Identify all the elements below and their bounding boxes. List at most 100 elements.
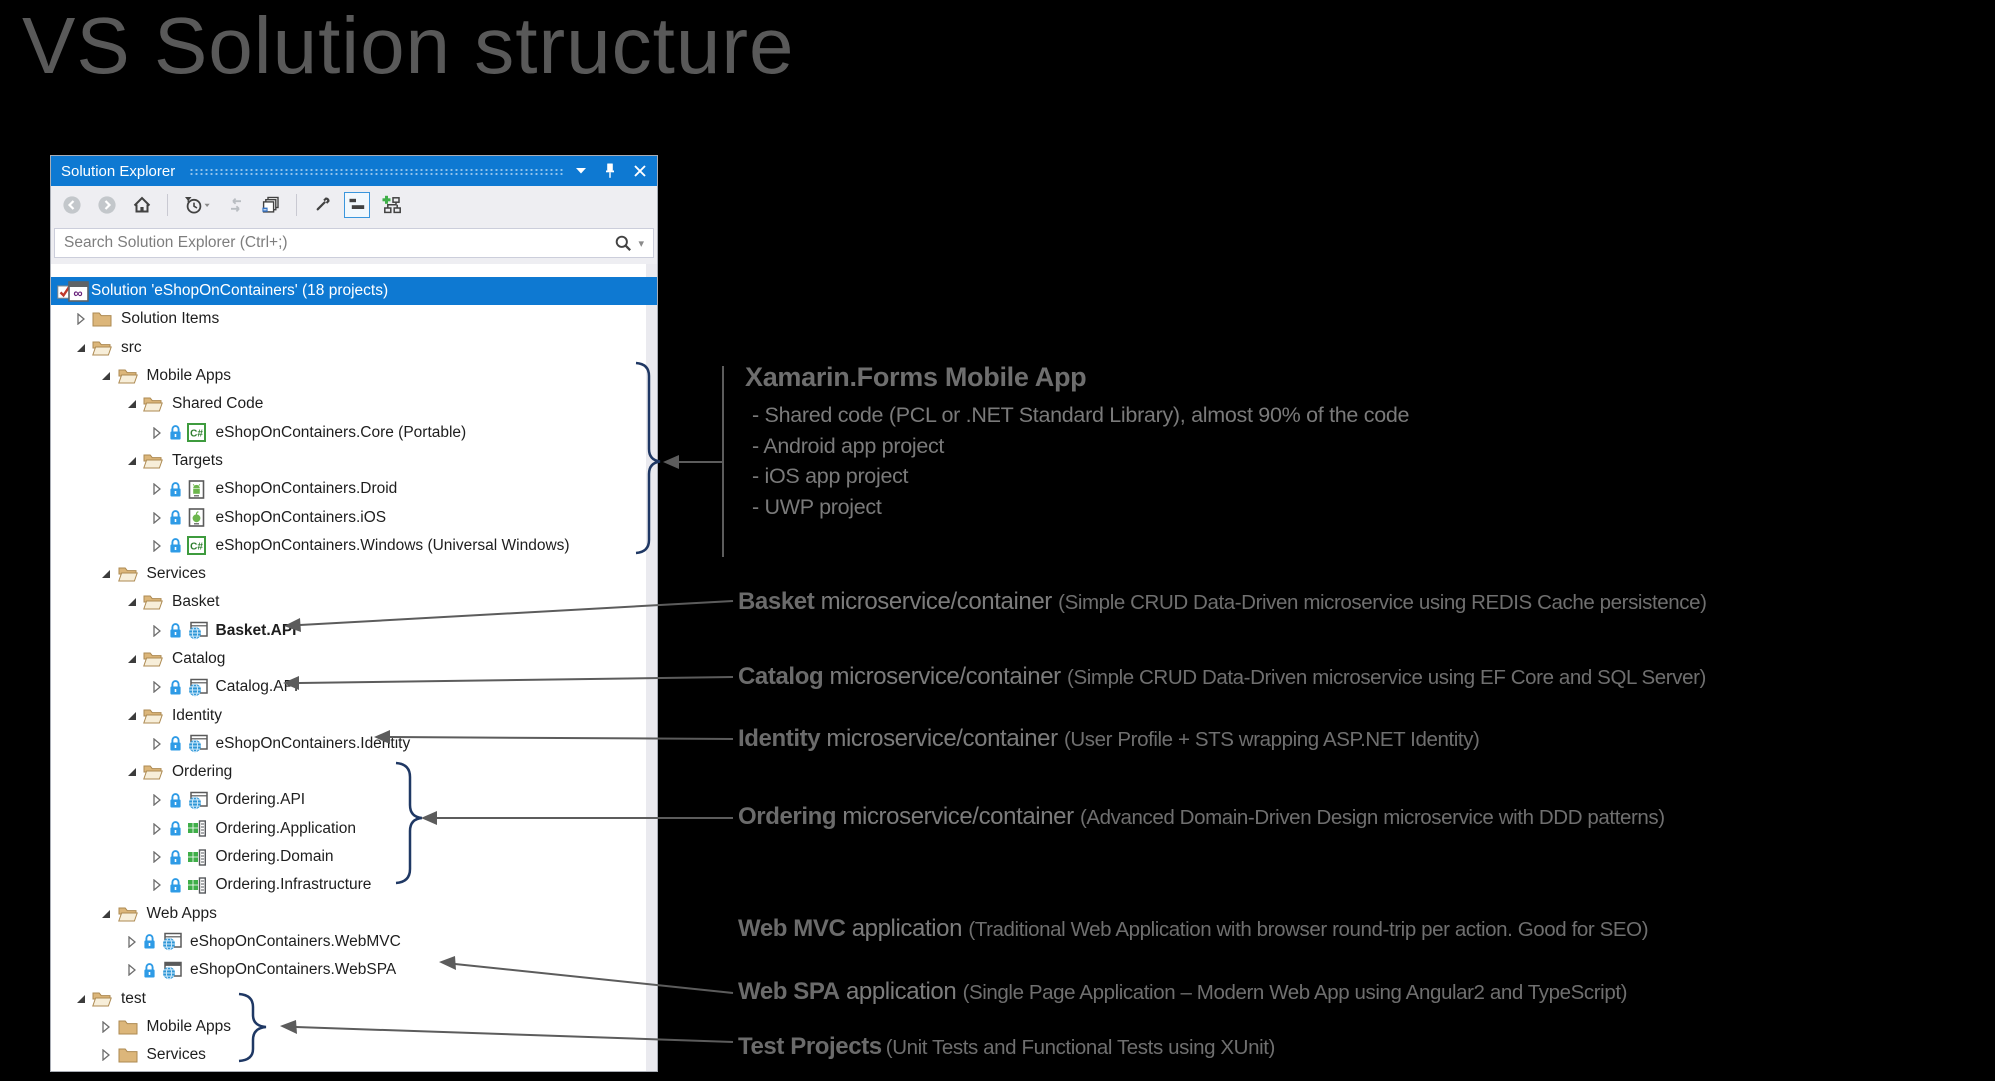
expanded-expander-icon[interactable] [120, 654, 143, 664]
expanded-expander-icon[interactable] [95, 371, 118, 381]
ios-project-icon [188, 508, 204, 527]
collapsed-expander-icon[interactable] [146, 879, 169, 892]
tree-item-label: Ordering.Application [215, 819, 356, 837]
tree-row[interactable]: eShopOnContainers.iOS [51, 503, 657, 531]
tree-row[interactable]: eShopOnContainers.WebMVC [51, 928, 657, 956]
search-input[interactable]: Search Solution Explorer (Ctrl+;) ▾ [54, 228, 654, 258]
forward-icon[interactable] [94, 192, 120, 218]
lock-icon [169, 623, 181, 638]
tree-row[interactable]: Shared Code [51, 390, 657, 418]
tree-row[interactable]: Ordering.Application [51, 815, 657, 843]
expanded-expander-icon[interactable] [69, 343, 92, 353]
tree-row[interactable]: src [51, 334, 657, 362]
tree-item-label: eShopOnContainers.Identity [215, 734, 411, 752]
properties-window-icon[interactable] [258, 192, 284, 218]
tree-row[interactable]: Web Apps [51, 900, 657, 928]
identity-annotation: Identity microservice/container (User Pr… [738, 725, 1480, 753]
tree-row[interactable]: Basket.API [51, 617, 657, 645]
annotation-bold-label: Identity [738, 725, 821, 752]
titlebar-grip-texture[interactable] [189, 167, 563, 177]
history-filter-icon[interactable] [180, 192, 214, 218]
webspa-annotation: Web SPA application (Single Page Applica… [738, 978, 1627, 1006]
expanded-expander-icon[interactable] [120, 711, 143, 721]
web-project-icon [188, 678, 208, 697]
collapsed-expander-icon[interactable] [146, 794, 169, 807]
tree-row[interactable]: Ordering.Infrastructure [51, 871, 657, 899]
collapsed-expander-icon[interactable] [146, 737, 169, 750]
tree-row[interactable]: Solution Items [51, 305, 657, 333]
csharp-project-icon: C# [186, 536, 206, 556]
folder-closed-icon [118, 1020, 137, 1035]
expanded-expander-icon[interactable] [95, 909, 118, 919]
collapse-all-icon[interactable] [344, 192, 370, 218]
tree-item-label: src [121, 338, 142, 356]
expanded-expander-icon[interactable] [120, 597, 143, 607]
tree-row[interactable]: eShopOnContainers.Identity [51, 730, 657, 758]
wrench-settings-icon[interactable] [309, 192, 335, 218]
tree-row[interactable]: ∞Solution 'eShopOnContainers' (18 projec… [51, 277, 657, 306]
solution-tree: ∞Solution 'eShopOnContainers' (18 projec… [51, 264, 657, 1071]
collapsed-expander-icon[interactable] [95, 1049, 118, 1062]
tree-row[interactable]: Catalog.API [51, 673, 657, 701]
collapsed-expander-icon[interactable] [146, 681, 169, 694]
expanded-expander-icon[interactable] [120, 456, 143, 466]
collapsed-expander-icon[interactable] [146, 426, 169, 439]
pin-icon[interactable] [604, 162, 616, 180]
folder-open-icon [117, 567, 138, 582]
sync-with-active-document-icon[interactable] [223, 192, 249, 218]
tree-row[interactable]: Catalog [51, 645, 657, 673]
tree-row[interactable]: Ordering.API [51, 786, 657, 814]
tree-row[interactable]: Ordering [51, 758, 657, 786]
collapsed-expander-icon[interactable] [120, 935, 143, 948]
tree-row[interactable]: test [51, 984, 657, 1012]
lock-icon [169, 510, 181, 525]
annotation-paren-label: (Simple CRUD Data-Driven microservice us… [1067, 666, 1706, 689]
collapsed-expander-icon[interactable] [146, 539, 169, 552]
tree-item-label: Targets [172, 451, 223, 469]
search-caret-down-icon[interactable]: ▾ [638, 237, 644, 250]
collapsed-expander-icon[interactable] [146, 483, 169, 496]
tree-row[interactable]: eShopOnContainers.WebSPA [51, 956, 657, 984]
solution-icon: ∞ [57, 280, 89, 302]
tree-row[interactable]: C#eShopOnContainers.Core (Portable) [51, 418, 657, 446]
tree-row[interactable]: Basket [51, 588, 657, 616]
tree-item-label: Solution Items [121, 310, 220, 328]
basket-annotation: Basket microservice/container (Simple CR… [738, 588, 1707, 616]
expanded-expander-icon[interactable] [95, 569, 118, 579]
magnifier-icon[interactable] [614, 234, 633, 253]
tree-row[interactable]: Targets [51, 447, 657, 475]
annotation-paren-label: (Advanced Domain-Driven Design microserv… [1079, 806, 1665, 829]
collapsed-expander-icon[interactable] [120, 964, 143, 977]
tree-row[interactable]: Ordering.Domain [51, 843, 657, 871]
tree-row[interactable]: C#eShopOnContainers.Windows (Universal W… [51, 532, 657, 560]
expanded-expander-icon[interactable] [69, 994, 92, 1004]
collapsed-expander-icon[interactable] [146, 624, 169, 637]
lock-icon [169, 793, 181, 808]
tree-row[interactable]: Mobile Apps [51, 1013, 657, 1041]
window-position-chevron-icon[interactable] [575, 167, 587, 175]
tree-item-label: Mobile Apps [146, 1017, 231, 1035]
scrollbar-track[interactable] [646, 264, 657, 1071]
expanded-expander-icon[interactable] [120, 399, 143, 409]
panel-titlebar[interactable]: Solution Explorer [51, 156, 657, 186]
close-icon[interactable] [633, 164, 647, 178]
annotation-bold-label: Test Projects [738, 1033, 882, 1060]
tree-item-label: Web Apps [146, 904, 217, 922]
annotation-paren-label: (Single Page Application – Modern Web Ap… [962, 981, 1628, 1004]
collapsed-expander-icon[interactable] [146, 822, 169, 835]
tree-row[interactable]: Services [51, 560, 657, 588]
search-placeholder: Search Solution Explorer (Ctrl+;) [64, 234, 288, 251]
back-icon[interactable] [59, 192, 85, 218]
home-icon[interactable] [129, 192, 155, 218]
collapsed-expander-icon[interactable] [95, 1020, 118, 1033]
switch-views-add-icon[interactable] [379, 192, 405, 218]
collapsed-expander-icon[interactable] [146, 851, 169, 864]
tree-row[interactable]: eShopOnContainers.Droid [51, 475, 657, 503]
tree-row[interactable]: Identity [51, 701, 657, 729]
tree-row[interactable]: Mobile Apps [51, 362, 657, 390]
collapsed-expander-icon[interactable] [146, 511, 169, 524]
annotation-mid-label: microservice/container [823, 663, 1068, 690]
collapsed-expander-icon[interactable] [69, 313, 92, 326]
tree-row[interactable]: Services [51, 1041, 657, 1069]
expanded-expander-icon[interactable] [120, 767, 143, 777]
